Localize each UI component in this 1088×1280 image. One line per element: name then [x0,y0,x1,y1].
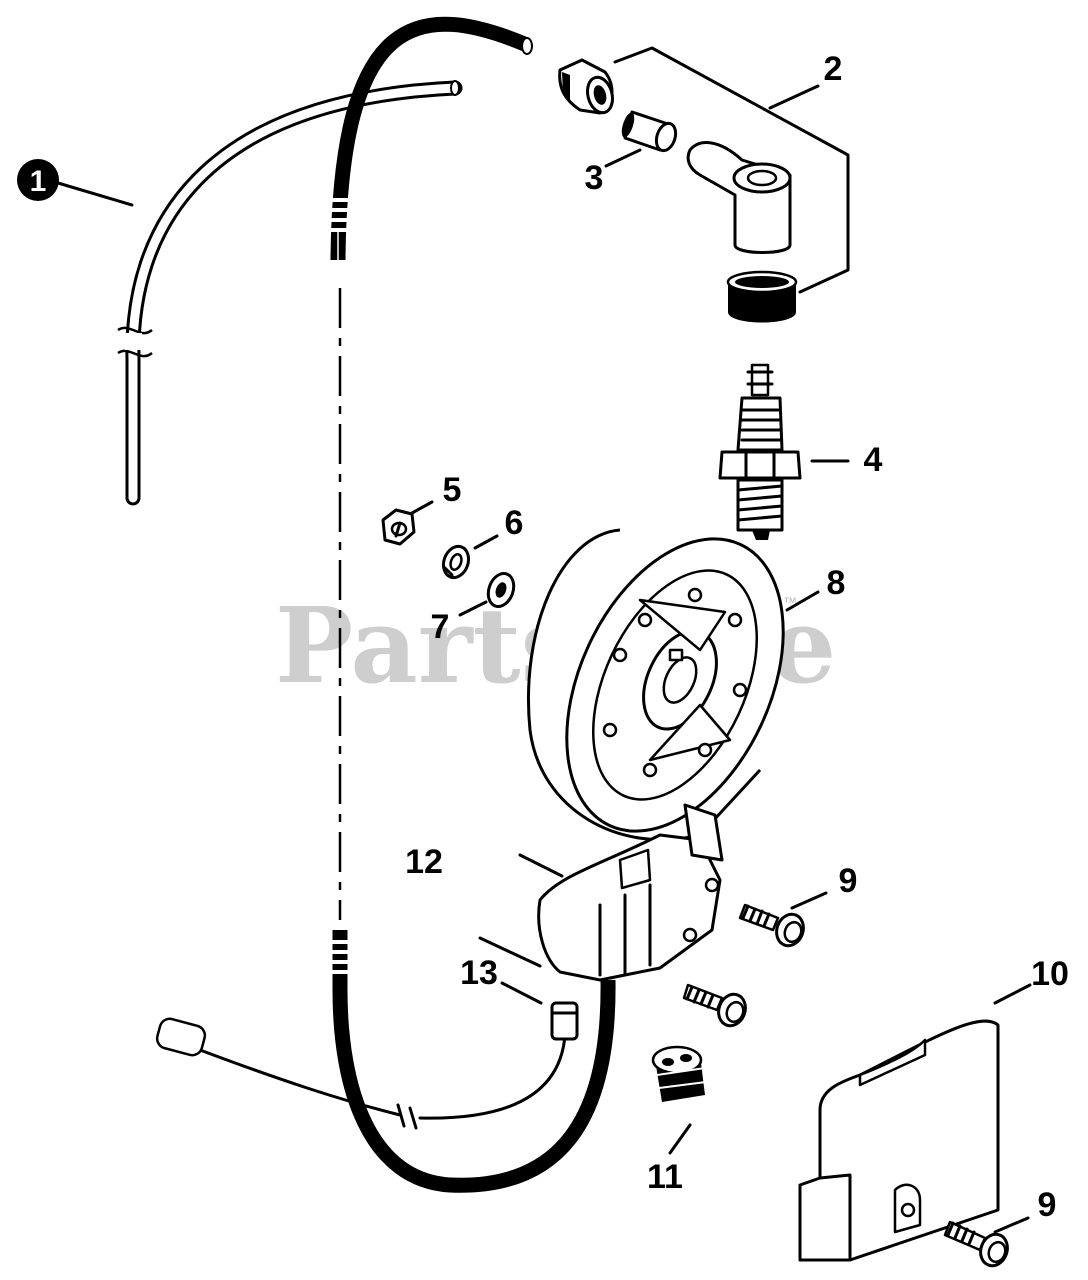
lock-washer-icon [441,544,471,580]
callout-2: 2 [824,50,843,88]
callout-9-lower: 9 [1038,1186,1057,1224]
spark-plug-icon [718,363,802,540]
callout-3: 3 [585,159,604,197]
ignition-module-icon [537,803,724,982]
grommet-icon [651,1045,707,1102]
callout-1: 1 [30,165,47,198]
fuel-tube-icon [117,80,463,506]
callout-12: 12 [405,843,443,881]
flat-washer-icon [486,572,516,608]
hex-nut-icon [381,508,416,546]
callout-4: 4 [864,441,883,479]
ignition-cable-icon [326,16,616,1193]
screw-icon [943,1220,1009,1268]
callout-1-badge [17,159,59,201]
wire-connector-icon [550,1001,579,1041]
cover-plate-icon [798,1019,1000,1262]
callout-5: 5 [443,471,462,509]
callout-13: 13 [460,954,498,992]
spark-plug-boot-icon [558,46,850,323]
callout-7: 7 [431,608,450,646]
flywheel-icon [526,528,785,842]
callout-6: 6 [505,504,524,542]
leader-lines [56,148,1032,1234]
callout-10: 10 [1031,955,1069,993]
screw-icon [682,983,747,1028]
callout-9-upper: 9 [839,862,858,900]
screw-icon [738,903,805,948]
callout-11: 11 [647,1158,683,1196]
callouts: 1 2 3 4 5 6 7 8 9 9 10 11 12 13 [17,50,1069,1224]
terminal-connector-icon [621,110,678,153]
callout-8: 8 [827,564,846,602]
ground-wire-icon [155,1017,567,1130]
